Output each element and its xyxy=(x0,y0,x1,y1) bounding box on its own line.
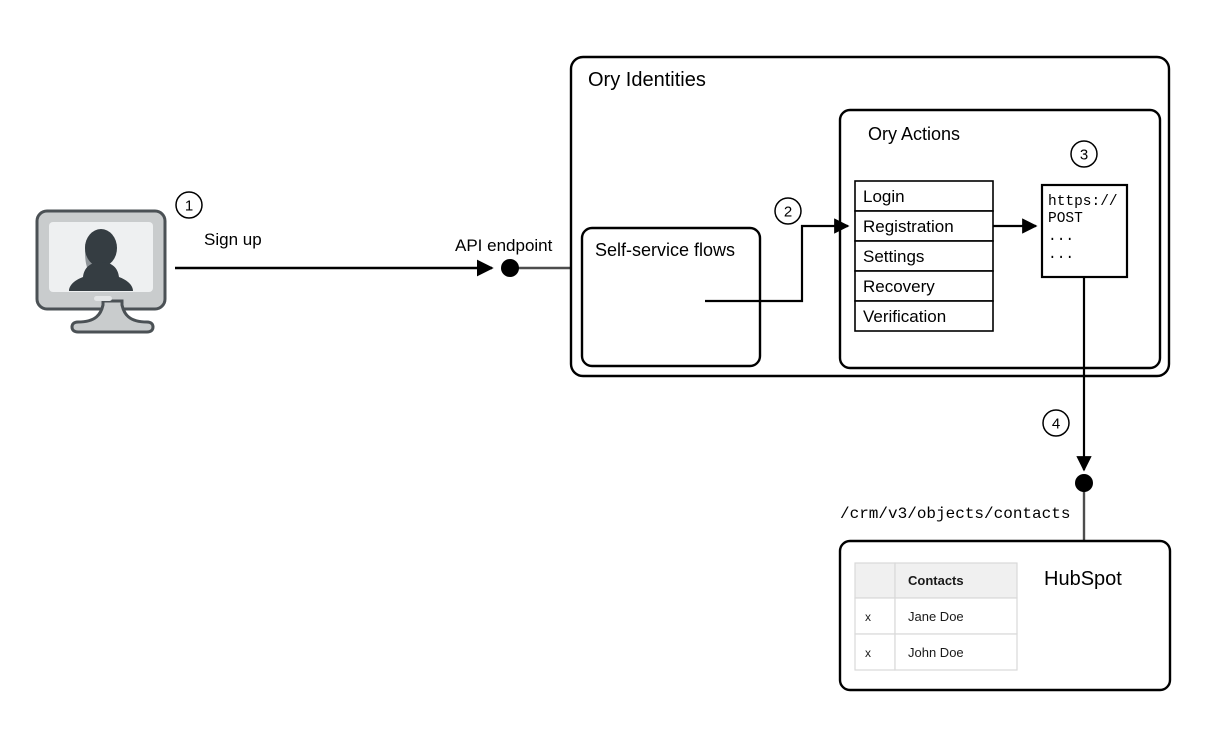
self-service-flows-title: Self-service flows xyxy=(595,240,735,260)
webhook-code-box xyxy=(1040,183,1129,279)
flow-item-settings-label: Settings xyxy=(863,247,924,266)
table-row-1-select-cell[interactable] xyxy=(854,597,896,635)
step-marker-1-number: 1 xyxy=(185,198,193,215)
person-silhouette-icon xyxy=(69,229,133,291)
sign-up-label: Sign up xyxy=(204,230,262,249)
step-marker-2-number: 2 xyxy=(784,204,792,221)
api-endpoint-label: API endpoint xyxy=(455,236,553,255)
ory-actions-title: Ory Actions xyxy=(868,124,960,144)
self-service-to-registration-connector xyxy=(705,218,850,303)
table-header-contacts-label: Contacts xyxy=(908,573,964,588)
ory-identities-title: Ory Identities xyxy=(588,69,706,91)
flow-item-recovery-label: Recovery xyxy=(863,277,935,296)
flow-item-login-label: Login xyxy=(863,187,905,206)
webhook-line-2: POST xyxy=(1048,211,1083,227)
contacts-table: Contacts x Jane Doe x John Doe xyxy=(854,562,1018,671)
flow-item-registration-label: Registration xyxy=(863,217,954,236)
hubspot-endpoint-path: /crm/v3/objects/contacts xyxy=(840,505,1070,523)
step-marker-4-number: 4 xyxy=(1052,416,1060,433)
table-row-2-select-label: x xyxy=(865,646,871,660)
table-row-2-name-label: John Doe xyxy=(908,645,964,660)
table-header-select-cell xyxy=(854,562,896,599)
flow-item-recovery[interactable] xyxy=(854,270,994,302)
step-marker-3-number: 3 xyxy=(1080,147,1088,164)
flow-item-verification-label: Verification xyxy=(863,307,946,326)
flow-item-login[interactable] xyxy=(854,180,994,212)
api-endpoint-dot xyxy=(501,259,519,277)
self-service-flows-box xyxy=(580,226,762,368)
step-marker-2: 2 xyxy=(774,197,802,225)
webhook-line-1: https:// xyxy=(1048,194,1118,210)
webhook-line-4: ... xyxy=(1048,247,1074,263)
table-row-1-name-label: Jane Doe xyxy=(908,609,964,624)
step-marker-4: 4 xyxy=(1042,409,1070,437)
flow-list: Login Registration Settings Recovery Ver… xyxy=(854,180,994,332)
flow-item-verification[interactable] xyxy=(854,300,994,332)
table-row-2-select-cell[interactable] xyxy=(854,633,896,671)
user-monitor-icon xyxy=(35,209,167,334)
table-row-1-select-label: x xyxy=(865,610,871,624)
table-header-contacts-cell xyxy=(894,562,1018,599)
flow-item-settings[interactable] xyxy=(854,240,994,272)
table-row-2-name-cell[interactable] xyxy=(894,633,1018,671)
hubspot-title: HubSpot xyxy=(1044,568,1122,590)
step-marker-3: 3 xyxy=(1070,140,1098,168)
step-marker-1: 1 xyxy=(175,191,203,219)
table-row-1-name-cell[interactable] xyxy=(894,597,1018,635)
hubspot-endpoint-dot xyxy=(1075,474,1093,492)
webhook-line-3: ... xyxy=(1048,229,1074,245)
